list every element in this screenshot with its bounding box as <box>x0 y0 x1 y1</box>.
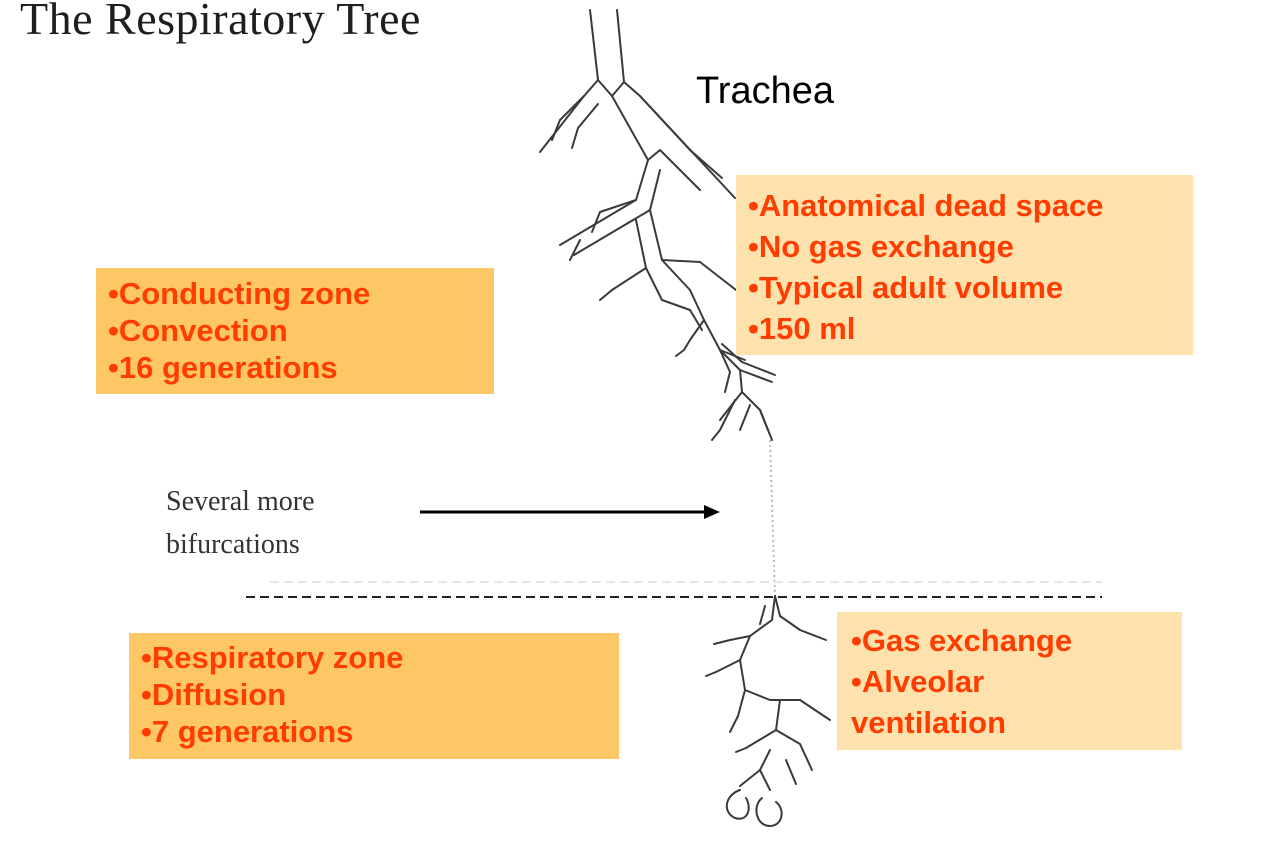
lower-airway-tree <box>705 595 831 827</box>
box-line: ventilation <box>851 705 1007 740</box>
box-line: •150 ml <box>748 311 856 346</box>
respiratory-zone-box: •Respiratory zone •Diffusion •7 generati… <box>129 633 619 759</box>
box-line: •Anatomical dead space <box>748 188 1104 223</box>
bifurcations-label: Several more bifurcations <box>166 480 315 566</box>
gas-exchange-box: •Gas exchange •Alveolar ventilation <box>837 612 1182 750</box>
bifurcations-line-1: Several more <box>166 486 315 517</box>
box-line: •16 generations <box>108 350 338 385</box>
dotted-bifurcation-line <box>769 439 776 597</box>
trachea-label: Trachea <box>696 70 834 112</box>
box-line: •Gas exchange <box>851 623 1073 658</box>
diagram-title: The Respiratory Tree <box>20 0 421 44</box>
upper-airway-tree <box>539 9 776 441</box>
box-line: •Convection <box>108 313 288 348</box>
conducting-zone-box: •Conducting zone •Convection •16 generat… <box>96 268 494 394</box>
box-line: •Diffusion <box>141 677 287 712</box>
box-line: •Respiratory zone <box>141 640 404 675</box>
box-line: •No gas exchange <box>748 229 1014 264</box>
arrow-icon <box>420 505 720 519</box>
box-line: •Typical adult volume <box>748 270 1064 305</box>
dead-space-box: •Anatomical dead space •No gas exchange … <box>736 175 1193 355</box>
box-line: •Conducting zone <box>108 276 371 311</box>
bifurcations-line-2: bifurcations <box>166 529 300 560</box>
box-line: •7 generations <box>141 714 354 749</box>
box-line: •Alveolar <box>851 664 985 699</box>
